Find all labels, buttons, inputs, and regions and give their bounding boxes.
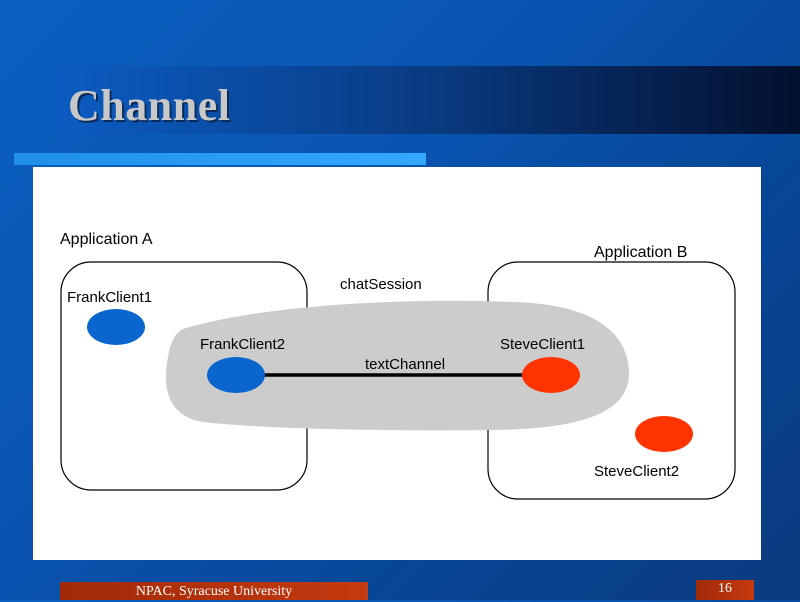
frank-client1-label: FrankClient1 bbox=[67, 289, 152, 306]
steve-client1-label: SteveClient1 bbox=[500, 336, 585, 353]
accent-bar bbox=[14, 153, 426, 165]
steve-client1-node bbox=[522, 357, 580, 393]
text-channel-label: textChannel bbox=[365, 356, 445, 373]
diagram-panel: Application A Application B chatSession … bbox=[33, 167, 761, 560]
frank-client1-node bbox=[87, 309, 145, 345]
frank-client2-node bbox=[207, 357, 265, 393]
title-band bbox=[55, 66, 800, 134]
application-b-label: Application B bbox=[594, 244, 687, 261]
slide-title: Channel bbox=[68, 81, 231, 130]
steve-client2-node bbox=[635, 416, 693, 452]
channel-diagram: Application A Application B chatSession … bbox=[60, 231, 736, 500]
steve-client2-label: SteveClient2 bbox=[594, 463, 679, 480]
application-a-label: Application A bbox=[60, 231, 153, 248]
chat-session-label: chatSession bbox=[340, 276, 422, 293]
page-number: 16 bbox=[696, 580, 754, 600]
footer-organization: NPAC, Syracuse University bbox=[60, 582, 368, 600]
chat-session-region bbox=[165, 300, 630, 431]
frank-client2-label: FrankClient2 bbox=[200, 336, 285, 353]
